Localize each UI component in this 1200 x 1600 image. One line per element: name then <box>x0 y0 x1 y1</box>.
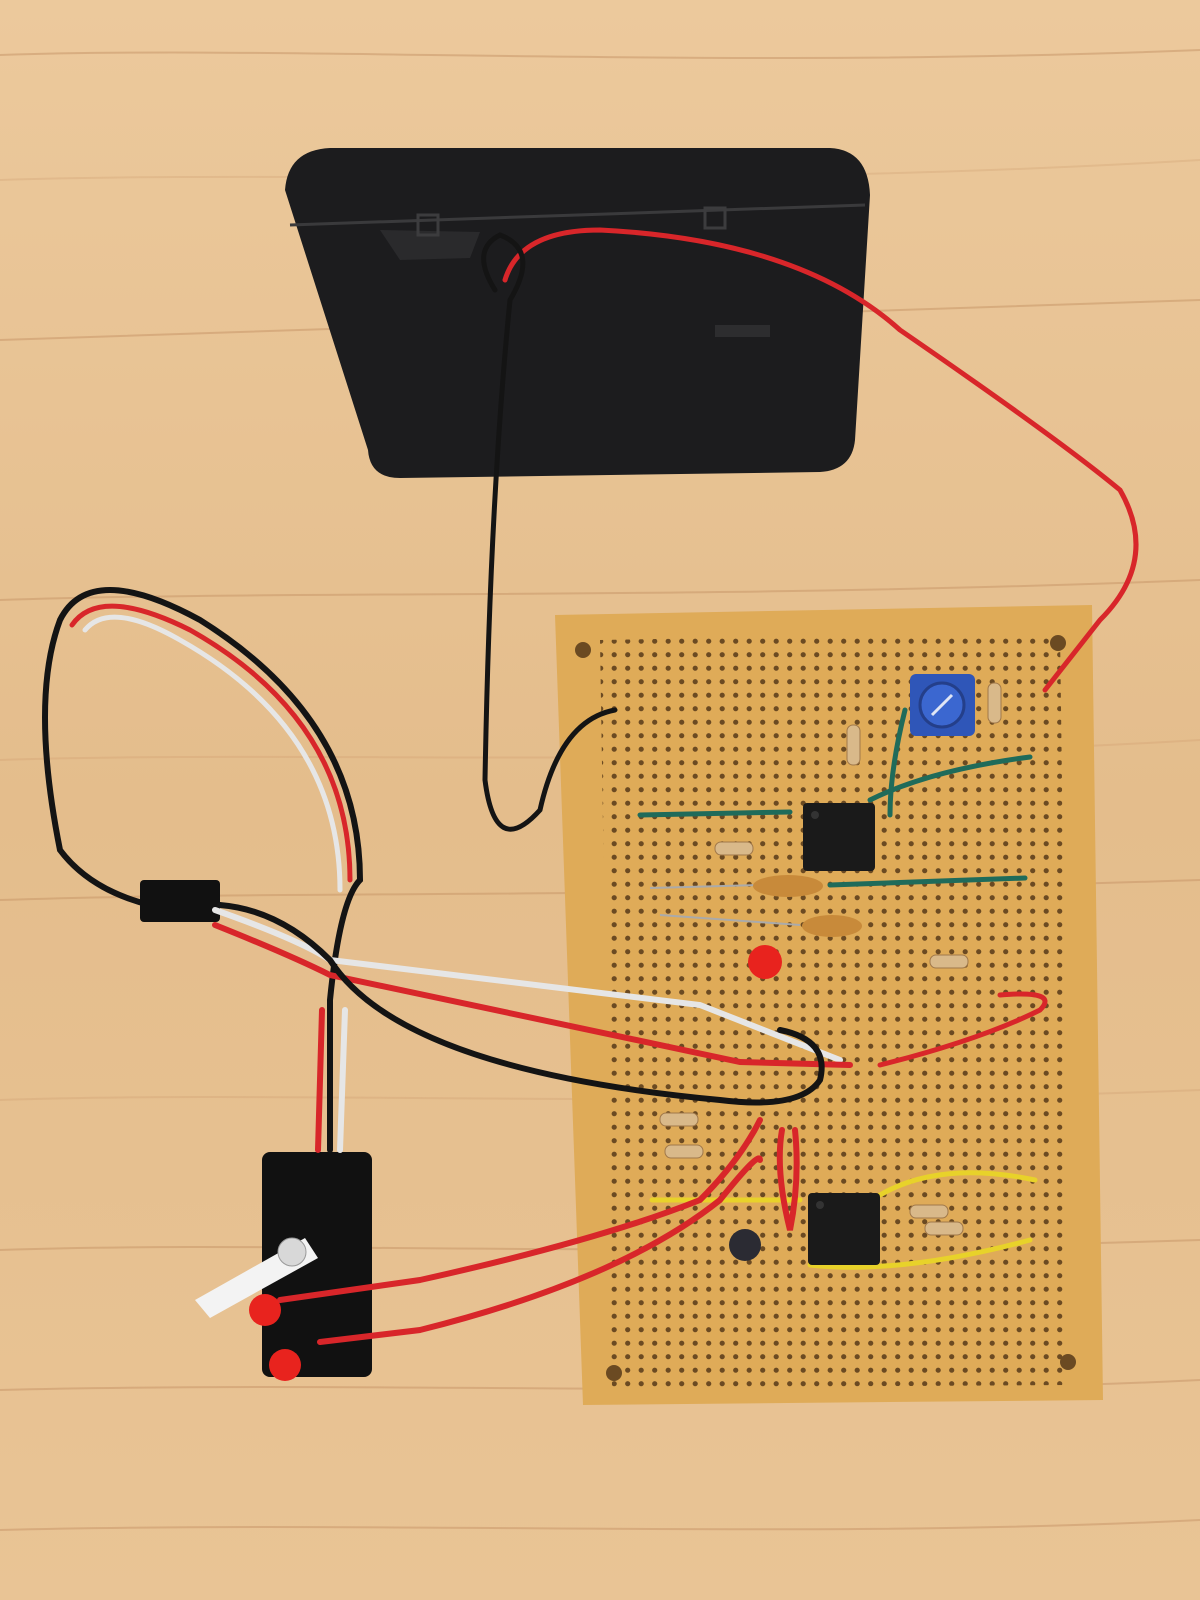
servo-motor-icon <box>195 1152 372 1377</box>
perfboard-icon <box>555 605 1103 1405</box>
servo-cable <box>42 587 364 1153</box>
battery-leads <box>481 227 1139 832</box>
led-icon <box>269 1349 301 1381</box>
led-icon <box>748 945 782 979</box>
potentiometer-icon <box>910 674 975 736</box>
led-wires <box>277 1117 800 1345</box>
capacitors <box>649 875 862 1261</box>
green-wires <box>637 707 1033 888</box>
signal-wires <box>212 902 1048 1106</box>
battery-pack-icon <box>285 148 870 478</box>
ic-chip-icon <box>803 803 880 1265</box>
led-icon <box>249 1294 281 1326</box>
yellow-wires <box>649 1170 1038 1270</box>
resistors <box>659 682 1002 1236</box>
